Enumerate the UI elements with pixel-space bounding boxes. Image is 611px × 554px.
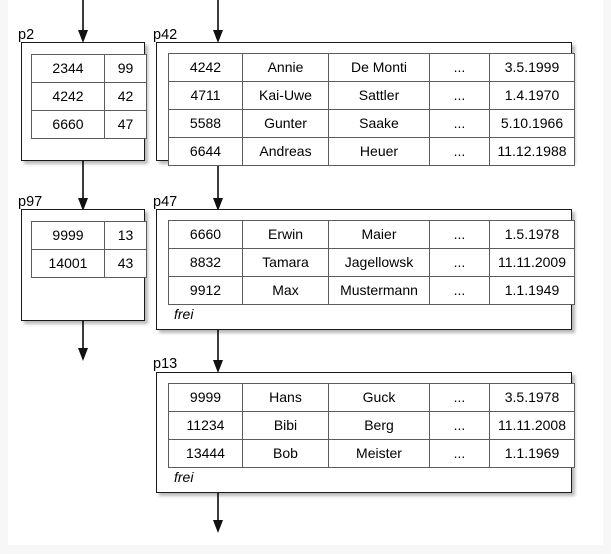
record-id-cell: 4711 [168, 81, 243, 110]
record-first-cell: Annie [242, 53, 329, 82]
table-row[interactable]: 4242 Annie De Monti ... 3.5.1999 [168, 53, 575, 82]
table-row[interactable]: 9999 Hans Guck ... 3.5.1978 [168, 383, 575, 412]
free-space-label-p13: frei [174, 469, 194, 485]
data-table-p42: 4242 Annie De Monti ... 3.5.1999 4711 Ka… [168, 53, 575, 166]
index-pointer-cell: 43 [104, 249, 147, 278]
table-row[interactable]: 8832 Tamara Jagellowsk ... 11.11.2009 [168, 248, 575, 277]
index-key-cell: 4242 [31, 82, 105, 111]
table-row[interactable]: 6660 Erwin Maier ... 1.5.1978 [168, 220, 575, 249]
diagram-page: p2 2344 99 4242 42 6660 47 p97 [8, 0, 603, 545]
data-table-p13: 9999 Hans Guck ... 3.5.1978 11234 Bibi B… [168, 383, 575, 468]
record-last-cell: Maier [328, 220, 430, 249]
record-more-cell: ... [429, 248, 490, 277]
node-label-p13: p13 [153, 356, 178, 372]
record-more-cell: ... [429, 383, 490, 412]
record-first-cell: Bob [242, 439, 329, 468]
record-id-cell: 13444 [168, 439, 243, 468]
arrow-p2-to-p97 [75, 158, 91, 212]
arrow-into-p2 [75, 0, 91, 44]
record-more-cell: ... [429, 276, 490, 305]
record-more-cell: ... [429, 53, 490, 82]
index-pointer-cell: 99 [104, 54, 147, 83]
table-row[interactable]: 14001 43 [31, 249, 147, 278]
record-id-cell: 4242 [168, 53, 243, 82]
record-first-cell: Hans [242, 383, 329, 412]
arrow-p13-down [210, 490, 226, 534]
record-last-cell: Mustermann [328, 276, 430, 305]
record-date-cell: 11.11.2008 [489, 411, 575, 440]
table-row[interactable]: 9912 Max Mustermann ... 1.1.1949 [168, 276, 575, 305]
record-date-cell: 1.1.1949 [489, 276, 575, 305]
record-more-cell: ... [429, 109, 490, 138]
node-label-p97: p97 [18, 194, 43, 210]
index-pointer-cell: 42 [104, 82, 147, 111]
arrow-p97-down [75, 318, 91, 362]
record-more-cell: ... [429, 137, 490, 166]
arrow-p47-to-p13 [210, 328, 226, 374]
record-last-cell: Meister [328, 439, 430, 468]
record-date-cell: 11.11.2009 [489, 248, 575, 277]
record-first-cell: Bibi [242, 411, 329, 440]
index-key-cell: 6660 [31, 110, 105, 139]
record-last-cell: De Monti [328, 53, 430, 82]
record-id-cell: 9999 [168, 383, 243, 412]
free-space-label-p47: frei [174, 306, 194, 322]
table-row[interactable]: 13444 Bob Meister ... 1.1.1969 [168, 439, 575, 468]
record-more-cell: ... [429, 411, 490, 440]
record-more-cell: ... [429, 439, 490, 468]
record-id-cell: 6644 [168, 137, 243, 166]
index-pointer-cell: 47 [104, 110, 147, 139]
index-key-cell: 2344 [31, 54, 105, 83]
node-label-p42: p42 [153, 27, 178, 43]
record-more-cell: ... [429, 220, 490, 249]
data-table-p47: 6660 Erwin Maier ... 1.5.1978 8832 Tamar… [168, 220, 575, 305]
record-last-cell: Saake [328, 109, 430, 138]
record-last-cell: Jagellowsk [328, 248, 430, 277]
table-row[interactable]: 4242 42 [31, 82, 147, 111]
index-pointer-cell: 13 [104, 221, 147, 250]
record-last-cell: Guck [328, 383, 430, 412]
record-last-cell: Sattler [328, 81, 430, 110]
node-label-p47: p47 [153, 194, 178, 210]
arrow-into-p42 [210, 0, 226, 44]
record-last-cell: Berg [328, 411, 430, 440]
index-table-p97: 9999 13 14001 43 [31, 221, 147, 278]
record-date-cell: 3.5.1999 [489, 53, 575, 82]
record-id-cell: 5588 [168, 109, 243, 138]
record-id-cell: 9912 [168, 276, 243, 305]
table-row[interactable]: 9999 13 [31, 221, 147, 250]
record-date-cell: 1.4.1970 [489, 81, 575, 110]
record-first-cell: Tamara [242, 248, 329, 277]
record-date-cell: 1.5.1978 [489, 220, 575, 249]
record-last-cell: Heuer [328, 137, 430, 166]
table-row[interactable]: 2344 99 [31, 54, 147, 83]
table-row[interactable]: 5588 Gunter Saake ... 5.10.1966 [168, 109, 575, 138]
record-date-cell: 3.5.1978 [489, 383, 575, 412]
node-label-p2: p2 [18, 27, 35, 43]
record-first-cell: Andreas [242, 137, 329, 166]
table-row[interactable]: 6644 Andreas Heuer ... 11.12.1988 [168, 137, 575, 166]
record-first-cell: Max [242, 276, 329, 305]
record-first-cell: Erwin [242, 220, 329, 249]
index-key-cell: 9999 [31, 221, 105, 250]
table-row[interactable]: 4711 Kai-Uwe Sattler ... 1.4.1970 [168, 81, 575, 110]
record-date-cell: 5.10.1966 [489, 109, 575, 138]
record-more-cell: ... [429, 81, 490, 110]
record-first-cell: Gunter [242, 109, 329, 138]
record-id-cell: 6660 [168, 220, 243, 249]
record-date-cell: 1.1.1969 [489, 439, 575, 468]
index-table-p2: 2344 99 4242 42 6660 47 [31, 54, 147, 139]
record-first-cell: Kai-Uwe [242, 81, 329, 110]
record-id-cell: 8832 [168, 248, 243, 277]
record-id-cell: 11234 [168, 411, 243, 440]
table-row[interactable]: 11234 Bibi Berg ... 11.11.2008 [168, 411, 575, 440]
record-date-cell: 11.12.1988 [489, 137, 575, 166]
arrow-p42-to-p47 [210, 160, 226, 212]
table-row[interactable]: 6660 47 [31, 110, 147, 139]
index-key-cell: 14001 [31, 249, 105, 278]
